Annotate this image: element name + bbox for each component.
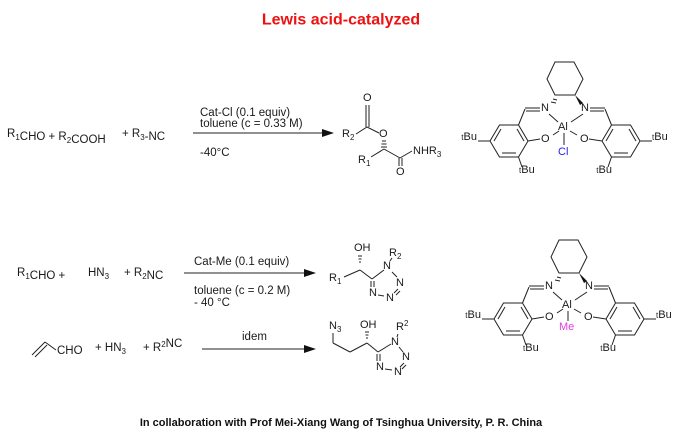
al-label: Al	[558, 121, 568, 133]
footer-credit: In collaboration with Prof Mei-Xiang Wan…	[140, 417, 543, 429]
n-right-label: N	[585, 280, 593, 292]
oh-label: OH	[354, 242, 371, 254]
tbu-bottom-left-label: tBu	[519, 164, 535, 176]
n-left-label: N	[545, 280, 553, 292]
arrowhead-icon	[304, 345, 316, 353]
tbu-right-label: tBu	[652, 131, 668, 143]
reaction-2: R1CHO + HN3 + R2NC Cat-Me (0.1 equiv) to…	[17, 242, 404, 309]
r2-label: R2	[396, 319, 409, 334]
n1-label: N	[383, 260, 391, 272]
reactant-isocyanide: + R2NC	[124, 267, 163, 282]
ligand-label: Me	[559, 321, 574, 333]
tbu-bottom-right-label: tBu	[600, 342, 616, 354]
amide-label: NHR3	[413, 145, 442, 159]
aromatic-ring-right	[601, 124, 641, 158]
condition-solvent: toluene (c = 0.33 M)	[200, 118, 303, 130]
n-left-label: N	[541, 102, 549, 114]
o-right-label: O	[580, 133, 589, 145]
azide-label: N3	[329, 320, 342, 334]
r2-label: R2	[342, 128, 355, 142]
o-right-label: O	[584, 311, 593, 323]
condition-idem: idem	[242, 331, 267, 343]
tbu-bottom-right-label: tBu	[596, 164, 612, 176]
al-label: Al	[562, 299, 572, 311]
n1-label: N	[391, 336, 399, 348]
reactant-isocyanide: + R2NC	[143, 338, 182, 354]
hash-bond	[550, 98, 558, 104]
cyclohexane-ring	[546, 61, 584, 96]
reactant-aldehyde: R1CHO +	[17, 267, 66, 282]
hash-bond	[554, 276, 562, 282]
catalyst-cl-structure: N N Al Cl O O tBu tBu tBu tBu	[461, 61, 668, 176]
reaction-1: R1CHO + R2COOH + R3-NC Cat-Cl (0.1 equiv…	[7, 92, 442, 178]
ligand-label: Cl	[558, 146, 568, 158]
product-2-structure: OH R1 N R2 N N N	[329, 242, 404, 304]
reactant-hn3: + HN3	[95, 342, 127, 356]
arrowhead-icon	[322, 129, 334, 137]
n3-label: N	[386, 292, 394, 304]
hash-bond	[381, 140, 387, 148]
amide-o-label: O	[396, 166, 405, 178]
condition-catalyst: Cat-Cl (0.1 equiv)	[200, 107, 290, 119]
o-left-label: O	[545, 311, 554, 323]
vinyl-bond	[31, 341, 46, 356]
reactant-hn3: HN3	[88, 267, 110, 281]
tbu-bottom-left-label: tBu	[523, 342, 539, 354]
aromatic-ring-left	[493, 302, 533, 336]
product-3-structure: N3 OH N R2 N N N	[329, 319, 410, 379]
oh-label: OH	[360, 319, 377, 331]
o-left-label: O	[541, 133, 550, 145]
n-right-label: N	[581, 102, 589, 114]
r1-label: R1	[329, 272, 342, 286]
aromatic-ring-right	[605, 302, 645, 336]
reaction-3: CHO + HN3 + R2NC idem N3 OH N R2 N N N	[31, 319, 410, 379]
condition-temperature: - 40 °C	[194, 297, 230, 309]
n2-label: N	[396, 277, 404, 289]
r2-label: R2	[389, 247, 402, 261]
product-1-structure: R2 O O R1 NHR3 O	[342, 92, 442, 178]
hash-bond	[365, 331, 369, 339]
n4-label: N	[369, 287, 377, 299]
carbonyl-o-label: O	[363, 92, 372, 104]
n2-label: N	[402, 351, 410, 363]
scheme-title: Lewis acid-catalyzed	[262, 12, 420, 29]
condition-solvent: toluene (c = 0.2 M)	[194, 285, 290, 297]
tbu-right-label: tBu	[656, 309, 672, 321]
n4-label: N	[376, 361, 384, 373]
tbu-left-label: tBu	[461, 131, 477, 143]
wedge-bond	[575, 95, 583, 105]
condition-temperature: -40°C	[200, 147, 230, 159]
tbu-left-label: tBu	[465, 309, 481, 321]
isocyanide: + R3-NC	[122, 128, 165, 143]
n3-label: N	[394, 366, 402, 378]
ester-o-label: O	[379, 128, 388, 140]
r1-label: R1	[358, 154, 371, 168]
hash-bond	[358, 255, 362, 263]
aromatic-ring-left	[489, 124, 529, 158]
reactants: R1CHO + R2COOH	[7, 128, 106, 146]
wedge-bond	[579, 273, 587, 283]
condition-catalyst: Cat-Me (0.1 equiv)	[194, 256, 289, 268]
catalyst-me-structure: N N Al Me O O tBu tBu tBu tBu	[465, 239, 672, 354]
reactant-acrolein: CHO	[57, 345, 83, 357]
arrowhead-icon	[304, 269, 316, 277]
cyclohexane-ring	[550, 239, 588, 274]
